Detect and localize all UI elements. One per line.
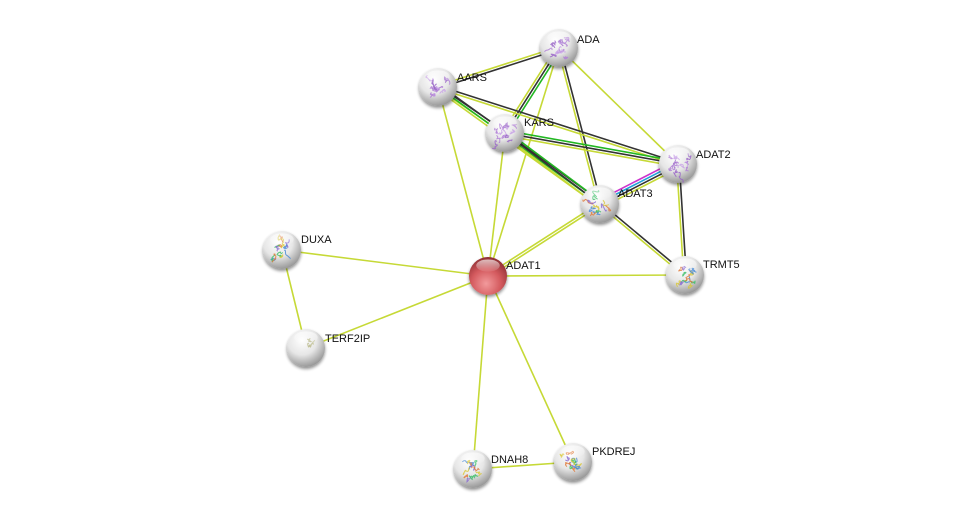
edge-channel-textmining (472, 275, 489, 470)
edge-channel-coexpression (438, 48, 560, 89)
edge-kars-adat2[interactable] (504, 129, 679, 168)
node-highlight (561, 445, 585, 458)
node-terf2ip[interactable]: TERF2IP (287, 329, 370, 367)
node-label: TERF2IP (325, 333, 370, 345)
edge-channel-textmining (556, 48, 600, 205)
node-adat2[interactable]: ADAT2 (659, 145, 731, 183)
edge-kars-adat1[interactable] (487, 132, 506, 277)
edge-ada-aars[interactable] (437, 46, 560, 89)
node-aars[interactable]: AARS (419, 68, 487, 106)
edge-channel-coexpression (559, 47, 603, 204)
edge-ada-adat2[interactable] (558, 47, 679, 165)
node-trmt5[interactable]: TRMT5 (666, 256, 740, 294)
node-label: AARS (457, 72, 487, 84)
edge-channel-textmining (437, 87, 678, 166)
edge-channel-database (506, 130, 603, 203)
edge-aars-adat2[interactable] (437, 85, 679, 166)
edge-channel-textmining (487, 274, 686, 277)
edge-channel-coexpression (504, 132, 601, 205)
node-label: ADAT3 (618, 188, 653, 200)
node-dnah8[interactable]: DNAH8 (454, 450, 528, 488)
edge-aars-adat1[interactable] (437, 86, 489, 277)
edge-channel-textmining (502, 134, 599, 207)
edge-adat1-trmt5[interactable] (487, 274, 686, 277)
node-label: PKDREJ (592, 446, 635, 458)
edge-kars-adat3[interactable] (502, 130, 603, 207)
node-pkdrej[interactable]: PKDREJ (554, 443, 635, 481)
node-highlight (588, 187, 612, 200)
node-highlight (493, 116, 517, 129)
node-highlight (461, 452, 485, 465)
edge-adat1-duxa[interactable] (281, 249, 489, 277)
edge-adat1-dnah8[interactable] (472, 275, 489, 470)
node-highlight (294, 331, 318, 344)
node-label: TRMT5 (703, 259, 740, 271)
edge-channel-textmining (437, 46, 559, 87)
edge-channel-textmining (558, 47, 679, 165)
node-highlight (666, 147, 690, 160)
edge-adat3-adat1[interactable] (486, 202, 602, 278)
node-highlight (476, 259, 500, 272)
edge-channel-database (505, 129, 679, 163)
node-label: ADAT2 (696, 149, 731, 161)
edge-channel-coexpression (504, 132, 679, 165)
node-duxa[interactable]: DUXA (263, 231, 332, 269)
edge-ada-adat3[interactable] (556, 47, 603, 205)
edge-channel-textmining (437, 86, 489, 277)
edge-ada-adat1[interactable] (487, 47, 560, 277)
edge-channel-coexpression (438, 85, 679, 164)
edge-channel-textmining (305, 275, 489, 349)
protein-structure-icon (582, 189, 612, 217)
node-adat3[interactable]: ADAT3 (581, 185, 653, 223)
node-label: KARS (524, 117, 554, 129)
edge-channel-textmining (487, 132, 506, 277)
node-label: ADA (577, 34, 600, 46)
edge-channel-textmining (488, 204, 602, 278)
node-label: DNAH8 (491, 454, 528, 466)
node-highlight (270, 233, 294, 246)
edge-channel-textmining (487, 275, 574, 463)
edge-adat1-pkdrej[interactable] (487, 275, 574, 463)
edge-channel-textmining (504, 134, 678, 168)
edge-adat1-terf2ip[interactable] (305, 275, 489, 349)
node-ada[interactable]: ADA (540, 29, 600, 67)
node-adat1[interactable]: ADAT1 (469, 257, 541, 295)
node-label: DUXA (301, 234, 332, 246)
edge-channel-textmining (486, 202, 600, 276)
edge-channel-textmining (281, 249, 489, 277)
edge-channel-textmining (487, 47, 560, 277)
node-highlight (426, 70, 450, 83)
node-highlight (673, 258, 697, 271)
node-highlight (547, 31, 571, 44)
node-kars[interactable]: KARS (486, 114, 554, 152)
node-label: ADAT1 (506, 260, 541, 272)
